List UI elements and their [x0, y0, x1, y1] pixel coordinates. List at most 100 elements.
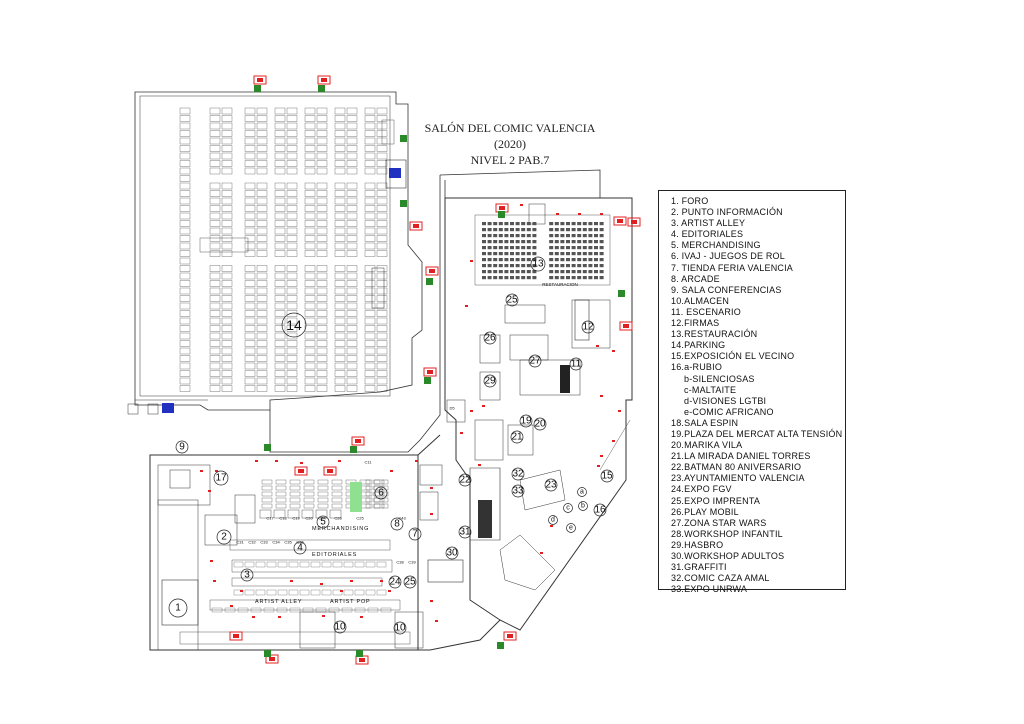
parking-stall	[316, 197, 328, 205]
parking-stall	[346, 190, 358, 197]
parking-stall	[256, 205, 268, 212]
parking-stall	[179, 145, 191, 152]
parking-stall	[256, 220, 268, 227]
parking-stall	[221, 370, 233, 377]
parking-stall	[209, 355, 221, 362]
parking-stall	[334, 362, 346, 370]
parking-stall	[179, 175, 191, 182]
stall	[328, 607, 340, 613]
parking-stall	[274, 272, 286, 280]
seat	[493, 246, 498, 250]
booth-code: C43	[398, 516, 406, 521]
parking-stall	[244, 340, 256, 347]
stall	[343, 589, 354, 596]
stair-block	[169, 469, 191, 489]
zone-artist-pop: ARTIST POP	[330, 599, 371, 605]
parking-stall	[274, 242, 286, 250]
seat	[554, 222, 559, 226]
parking-stall	[286, 130, 298, 137]
parking-stall	[221, 385, 233, 392]
seat	[549, 252, 554, 256]
parking-stall	[376, 145, 388, 152]
label-31: 31	[459, 527, 471, 538]
parking-stall	[256, 137, 268, 145]
parking-stall	[334, 167, 346, 175]
label-27: 27	[529, 356, 541, 367]
seat	[510, 270, 514, 274]
stall	[376, 589, 387, 596]
seat	[482, 264, 486, 268]
parking-stall	[364, 122, 376, 130]
marker-dot	[612, 350, 615, 352]
stall	[373, 479, 381, 485]
stall	[259, 509, 272, 519]
marker-dot	[300, 462, 303, 464]
parking-stall	[304, 325, 316, 332]
service-marker-red	[351, 436, 365, 446]
parking-stall	[179, 355, 191, 362]
seat	[560, 258, 565, 262]
label-3: 3	[244, 570, 250, 581]
stall	[289, 503, 301, 509]
parking-stall	[334, 145, 346, 152]
parking-stall	[316, 362, 328, 370]
service-marker-red-fill	[321, 78, 327, 82]
seat	[482, 252, 486, 256]
stall	[332, 561, 343, 568]
label-10a: 10	[334, 622, 346, 633]
marker-dot	[322, 615, 325, 617]
parking-stall	[221, 220, 233, 227]
seat	[482, 240, 486, 244]
seat	[487, 276, 492, 280]
parking-stall	[286, 355, 298, 362]
parking-stall	[274, 347, 286, 355]
stall	[261, 479, 273, 485]
parking-stall	[221, 137, 233, 145]
seat	[493, 222, 498, 226]
parking-stall	[179, 370, 191, 377]
parking-stall	[334, 250, 346, 257]
seat	[554, 246, 559, 250]
legend-item: 13.RESTAURACIÓN	[671, 329, 758, 340]
parking-stall	[244, 317, 256, 325]
seat	[515, 222, 520, 226]
label-5: 5	[320, 517, 326, 528]
parking-stall	[179, 265, 191, 272]
stall	[275, 479, 287, 485]
parking-stall	[304, 122, 316, 130]
parking-stall	[304, 145, 316, 152]
legend-item: 29.HASBRO	[671, 539, 724, 550]
stall	[331, 497, 343, 503]
area-number-text: 1 2 3 4 5 6 7 8 9 10 10 11 12 13 14 15 1…	[175, 259, 613, 634]
booth-code: C11	[364, 460, 372, 465]
parking-stall	[364, 182, 376, 190]
parking-stall	[316, 167, 328, 175]
parking-stall	[209, 265, 221, 272]
label-4: 4	[297, 543, 303, 554]
marker-dot	[275, 460, 278, 462]
seat	[560, 234, 565, 238]
label-16: 16	[594, 505, 606, 516]
seat	[577, 228, 582, 232]
seat	[588, 222, 593, 226]
seat	[521, 222, 526, 226]
label-19: 19	[520, 416, 532, 427]
seat	[510, 258, 514, 262]
stall	[303, 497, 315, 503]
seat	[487, 246, 492, 250]
parking-stall	[334, 190, 346, 197]
parking-stall	[286, 145, 298, 152]
legend-item: 6. IVAJ - JUEGOS DE ROL	[671, 251, 785, 262]
parking-stall	[304, 287, 316, 295]
seat	[588, 246, 593, 250]
seat	[515, 258, 520, 262]
seat	[487, 264, 492, 268]
legend-item: 11. ESCENARIO	[671, 306, 741, 317]
seat	[526, 234, 531, 238]
parking-stall	[221, 310, 233, 317]
parking-stall	[334, 235, 346, 242]
parking-stall	[274, 250, 286, 257]
seat	[515, 228, 520, 232]
parking-stall	[274, 287, 286, 295]
parking-stall	[244, 370, 256, 377]
